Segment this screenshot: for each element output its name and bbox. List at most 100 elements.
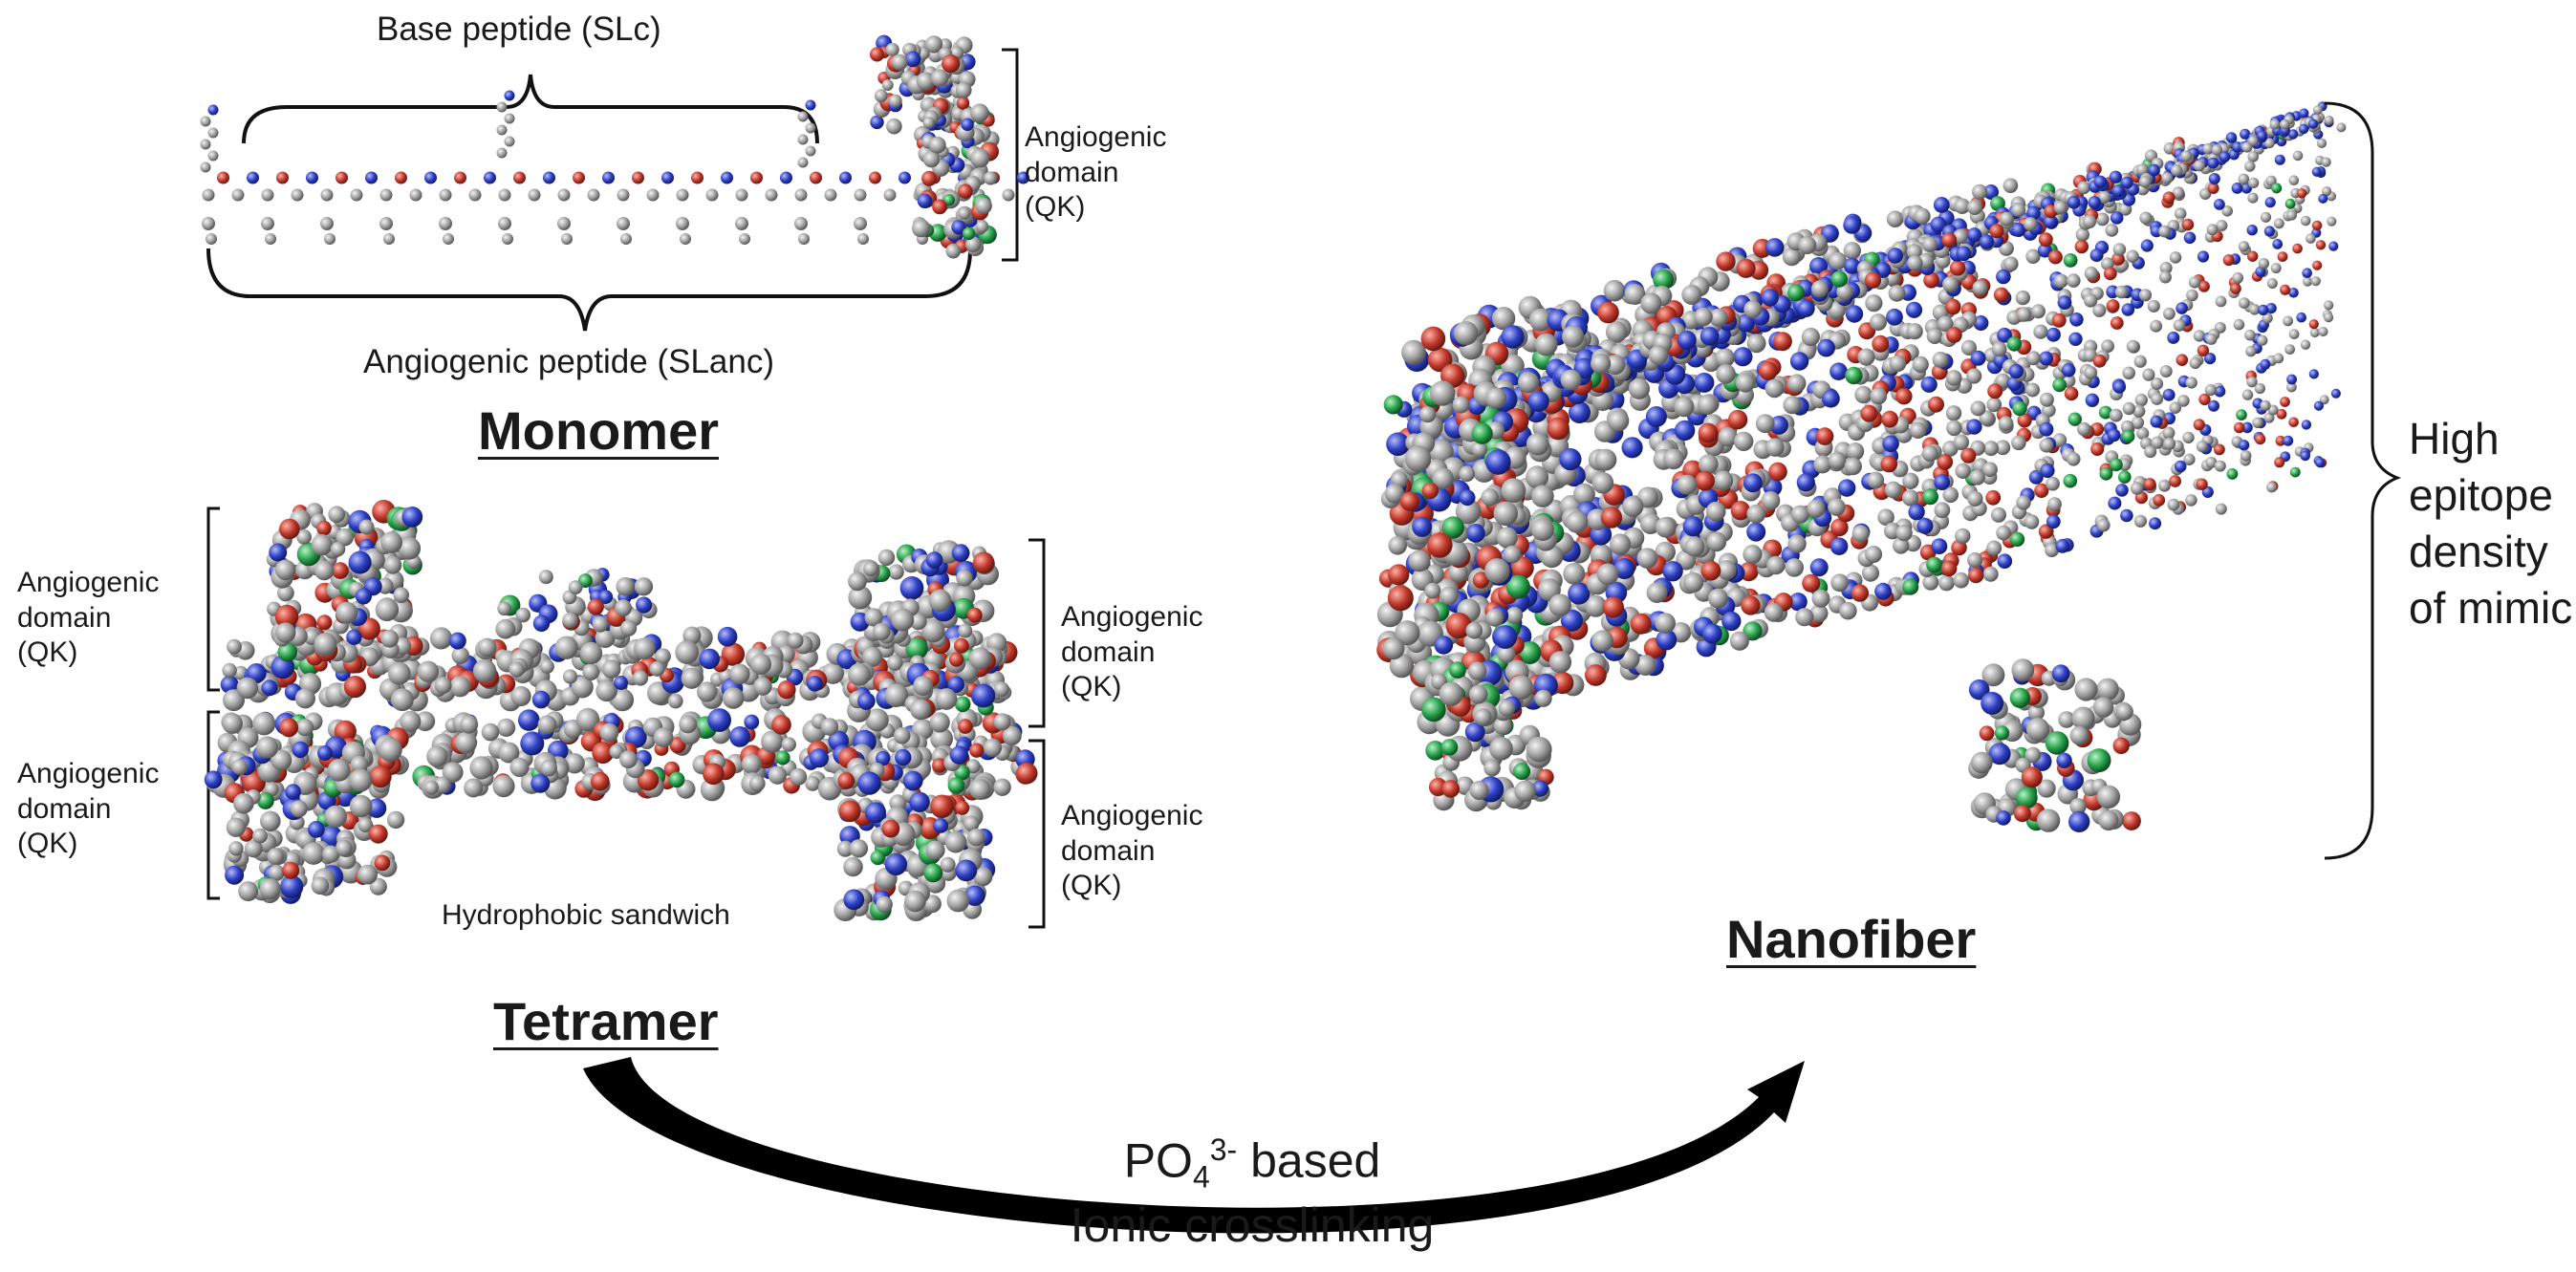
atom-sphere (1730, 501, 1751, 521)
atom-sphere (750, 171, 763, 184)
atom-sphere (601, 659, 621, 679)
atom-sphere (1995, 440, 2011, 456)
atom-sphere (543, 171, 555, 184)
atom-sphere (1441, 516, 1464, 539)
atom-sphere (236, 677, 259, 700)
atom-sphere (2182, 431, 2195, 444)
atom-sphere (1829, 251, 1848, 270)
domain-label-line: (QK) (17, 828, 78, 860)
atom-sphere (233, 792, 254, 814)
atom-sphere (676, 188, 689, 202)
atom-sphere (2318, 193, 2328, 204)
atom-sphere (2204, 353, 2217, 365)
atom-sphere (1933, 197, 1950, 213)
atom-sphere (426, 745, 448, 767)
atom-sphere (729, 663, 750, 685)
atom-sphere (956, 570, 973, 587)
atom-sphere (620, 233, 632, 245)
atom-sphere (2215, 295, 2227, 308)
atom-sphere (1872, 334, 1890, 353)
atom-sphere (1743, 473, 1763, 493)
atom-sphere (2221, 205, 2233, 217)
atom-sphere (296, 719, 314, 737)
atom-sphere (2074, 678, 2098, 701)
atom-sphere (365, 171, 378, 184)
atom-sphere (378, 737, 402, 762)
atom-sphere (2308, 369, 2319, 379)
atom-sphere (515, 607, 530, 623)
atom-sphere (400, 710, 422, 733)
atom-sphere (1746, 522, 1766, 542)
atom-sphere (598, 590, 614, 604)
atom-sphere (703, 763, 725, 786)
atom-sphere (2238, 241, 2250, 252)
atom-sphere (379, 217, 393, 230)
atom-sphere (2118, 470, 2132, 485)
atom-sphere (1471, 441, 1488, 458)
atom-sphere (1737, 313, 1755, 333)
atom-sphere (582, 663, 600, 680)
atom-sphere (854, 188, 867, 202)
atom-sphere (386, 810, 405, 830)
atom-sphere (2009, 531, 2025, 547)
atom-sphere (1843, 242, 1862, 260)
atom-sphere (311, 533, 333, 556)
atom-sphere (591, 771, 610, 791)
atom-sphere (614, 676, 628, 690)
atom-sphere (975, 197, 992, 215)
atom-sphere (2063, 253, 2078, 268)
epitope-density-label: High epitope density of mimic (2409, 411, 2572, 636)
atom-sphere (1993, 287, 2009, 303)
atom-sphere (2092, 303, 2107, 317)
atom-sphere (2173, 319, 2186, 332)
atom-sphere (619, 750, 638, 769)
atom-sphere (1562, 325, 1585, 348)
atom-sphere (617, 188, 630, 202)
atom-sphere (983, 738, 1003, 757)
atom-sphere (1997, 553, 2013, 569)
domain-label-line: (QK) (17, 636, 78, 669)
atom-sphere (2260, 211, 2272, 223)
atom-sphere (1877, 508, 1894, 526)
atom-sphere (1870, 387, 1888, 405)
atom-sphere (2296, 188, 2307, 199)
atom-sphere (735, 188, 748, 202)
atom-sphere (2011, 658, 2035, 681)
atom-sphere (260, 810, 281, 832)
atom-sphere (520, 731, 545, 756)
atom-sphere (1995, 373, 2011, 389)
atom-sphere (2025, 382, 2040, 398)
atom-sphere (2313, 400, 2324, 411)
atom-sphere (554, 636, 578, 659)
domain-label-line: domain (1061, 636, 1156, 668)
atom-sphere (504, 136, 515, 147)
atom-sphere (1609, 533, 1632, 555)
atom-sphere (2011, 203, 2026, 217)
atom-sphere (1401, 339, 1426, 365)
atom-sphere (876, 750, 891, 766)
atom-sphere (1430, 380, 1456, 406)
atom-sphere (434, 677, 452, 695)
atom-sphere (1425, 741, 1445, 761)
atom-sphere (2107, 428, 2121, 442)
atom-sphere (1434, 636, 1454, 655)
atom-sphere (881, 79, 894, 91)
atom-sphere (592, 742, 615, 765)
atom-sphere (1996, 810, 2011, 826)
atom-sphere (928, 136, 946, 154)
atom-sphere (2286, 374, 2298, 385)
atom-sphere (891, 54, 908, 71)
atom-sphere (398, 537, 422, 560)
atom-sphere (1656, 629, 1678, 651)
domain-label-line: (QK) (1061, 870, 1122, 902)
atom-sphere (2096, 678, 2119, 701)
atom-sphere (357, 864, 378, 885)
atom-sphere (1002, 188, 1015, 202)
atom-sphere (2121, 303, 2135, 316)
atom-sphere (2252, 417, 2263, 428)
atom-sphere (207, 150, 219, 162)
atom-sphere (1441, 780, 1460, 798)
atom-sphere (888, 564, 904, 580)
atom-sphere (1471, 422, 1493, 444)
